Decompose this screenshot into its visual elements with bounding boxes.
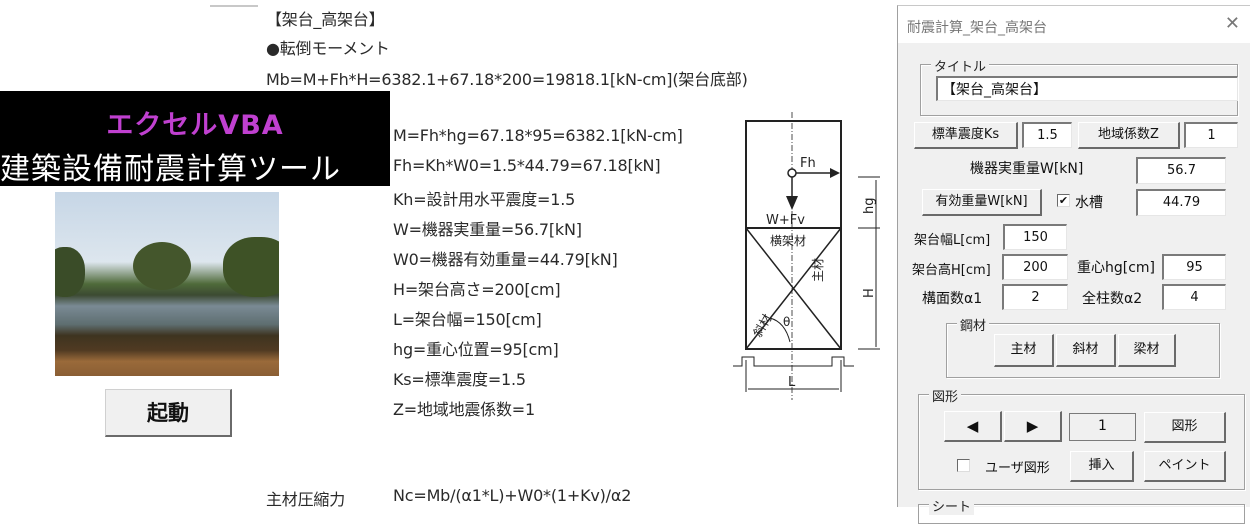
weight-input[interactable]: 56.7: [1136, 157, 1226, 184]
ks-input[interactable]: 1.5: [1022, 122, 1072, 148]
diagonal-member-button[interactable]: 斜材: [1056, 334, 1116, 367]
alpha1-label: 構面数α1: [922, 291, 983, 307]
dialog-title: 耐震計算_架台_高架台: [898, 6, 1250, 43]
doc-definition: M=Fh*hg=67.18*95=6382.1[kN-cm]: [393, 126, 683, 145]
cg-input[interactable]: 95: [1162, 254, 1226, 280]
doc-definition: hg=重心位置=95[cm]: [393, 340, 559, 359]
sheet-frame-label: シート: [929, 496, 975, 515]
l-label: L: [788, 375, 796, 390]
doc-nc-label: 主材圧縮力: [266, 490, 346, 509]
shape-index: 1: [1069, 413, 1136, 441]
width-label: 架台幅L[cm]: [914, 233, 991, 248]
tank-checkbox-label: 水槽: [1075, 195, 1103, 211]
title-frame-label: タイトル: [931, 56, 990, 75]
weight-label: 機器実重量W[kN]: [970, 161, 1084, 177]
doc-definition: Kh=設計用水平震度=1.5: [393, 190, 576, 209]
shape-frame-label: 図形: [929, 386, 962, 405]
theta-label: θ: [783, 315, 790, 329]
diagonal-label: 斜材: [750, 312, 774, 340]
height-input[interactable]: 200: [1002, 254, 1068, 280]
doc-definition: H=架台高さ=200[cm]: [393, 280, 561, 299]
banner-line1: エクセルVBA: [106, 110, 284, 141]
shape-frame: 図形 ◀ ▶ 1 図形 ユーザ図形 挿入 ペイント: [918, 386, 1245, 490]
sheet-frame: シート: [918, 496, 1245, 524]
h-label: H: [862, 288, 877, 298]
width-input[interactable]: 150: [1003, 224, 1067, 250]
doc-mb-formula: Mb=M+Fh*H=6382.1+67.18*200=19818.1[kN-cm…: [266, 70, 748, 89]
alpha2-label: 全柱数α2: [1082, 291, 1143, 307]
frame-diagram: Fh W+Fv 横架材 主材 斜材 θ hg H L: [733, 112, 880, 400]
doc-section-heading: ●転倒モーメント: [266, 39, 390, 58]
z-input[interactable]: 1: [1184, 122, 1238, 148]
doc-title: 【架台_高架台】: [266, 10, 385, 29]
effective-weight-input[interactable]: 44.79: [1136, 189, 1226, 216]
fh-label: Fh: [800, 156, 816, 171]
height-label: 架台高H[cm]: [912, 263, 991, 278]
user-shape-label: ユーザ図形: [985, 461, 1050, 476]
doc-definition: W=機器実重量=56.7[kN]: [393, 220, 582, 239]
doc-definition: W0=機器有効重量=44.79[kN]: [393, 250, 618, 269]
cg-label: 重心hg[cm]: [1077, 260, 1156, 276]
doc-definition: L=架台幅=150[cm]: [393, 310, 542, 329]
effective-weight-button[interactable]: 有効重量W[kN]: [922, 189, 1042, 216]
banner-line2: 建築設備耐震計算ツール: [0, 152, 341, 187]
start-button[interactable]: 起動: [105, 389, 232, 437]
paint-button[interactable]: ペイント: [1144, 451, 1226, 482]
doc-definition: Z=地域地震係数=1: [393, 400, 535, 419]
insert-button[interactable]: 挿入: [1070, 451, 1134, 482]
close-icon[interactable]: ✕: [1224, 13, 1240, 34]
hg-label: hg: [862, 198, 877, 215]
prev-shape-button[interactable]: ◀: [944, 411, 1002, 442]
title-frame: タイトル 【架台_高架台】: [920, 56, 1238, 116]
tool-banner: エクセルVBA 建築設備耐震計算ツール: [0, 91, 390, 187]
z-button[interactable]: 地域係数Z: [1078, 122, 1180, 149]
shape-button[interactable]: 図形: [1144, 412, 1226, 443]
steel-frame: 鋼材 主材 斜材 梁材: [946, 315, 1220, 378]
doc-definition: Ks=標準震度=1.5: [393, 370, 526, 389]
steel-frame-label: 鋼材: [957, 315, 990, 334]
beam-label: 横架材: [770, 234, 806, 248]
user-shape-checkbox[interactable]: [957, 459, 970, 472]
park-photo: [55, 192, 279, 376]
tank-checkbox[interactable]: ✔: [1057, 194, 1070, 207]
next-shape-button[interactable]: ▶: [1004, 411, 1062, 442]
ks-button[interactable]: 標準震度Ks: [914, 122, 1018, 149]
divider-line: [210, 5, 258, 7]
alpha1-input[interactable]: 2: [1002, 284, 1068, 310]
wfv-label: W+Fv: [766, 213, 805, 228]
alpha2-input[interactable]: 4: [1162, 284, 1226, 310]
beam-member-button[interactable]: 梁材: [1118, 334, 1176, 367]
doc-definition: Fh=Kh*W0=1.5*44.79=67.18[kN]: [393, 156, 661, 175]
seismic-calc-dialog: 耐震計算_架台_高架台 ✕ タイトル 【架台_高架台】 標準震度Ks 1.5 地…: [897, 5, 1250, 524]
title-input[interactable]: 【架台_高架台】: [936, 76, 1238, 101]
doc-nc-formula: Nc=Mb/(α1*L)+W0*(1+Kv)/α2: [393, 486, 632, 505]
main-member-button[interactable]: 主材: [994, 334, 1054, 367]
main-member-label: 主材: [811, 258, 825, 282]
